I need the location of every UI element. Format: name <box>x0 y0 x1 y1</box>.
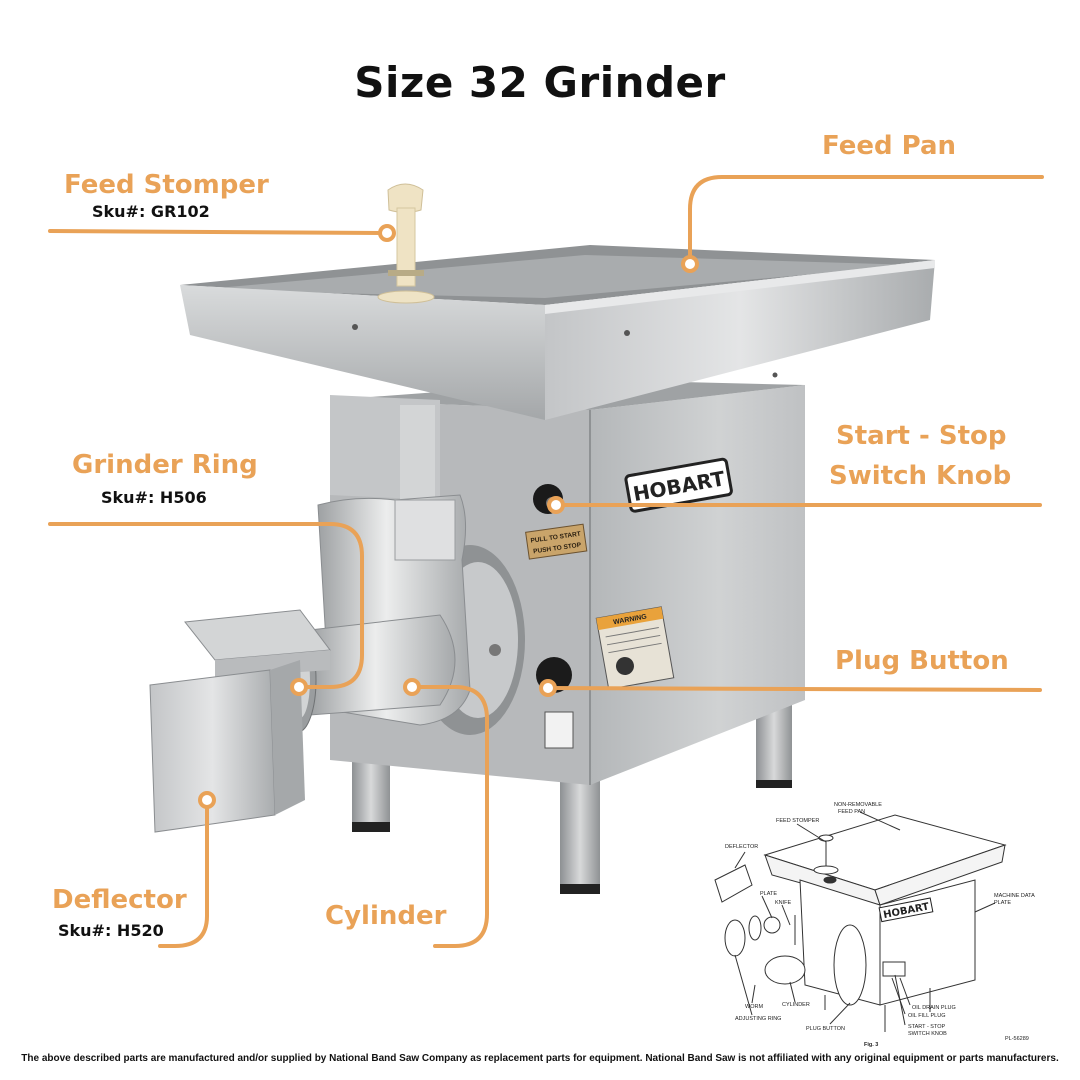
grinder-ring-label: Grinder Ring <box>72 450 258 480</box>
page-title: Size 32 Grinder <box>354 58 726 107</box>
svg-text:START - STOP: START - STOP <box>908 1024 946 1030</box>
deflector-callout-line <box>158 798 209 948</box>
grinder-ring-callout-dot <box>290 678 308 696</box>
inset-labels: NON-REMOVABLE FEED PAN FEED STOMPER DEFL… <box>725 802 1035 1048</box>
deflector <box>149 609 331 833</box>
svg-text:OIL FILL PLUG: OIL FILL PLUG <box>908 1013 946 1019</box>
start-stop-callout-dot <box>547 496 565 514</box>
start-stop-label-line2: Switch Knob <box>829 461 1012 491</box>
svg-text:FEED PAN: FEED PAN <box>838 809 865 815</box>
feed-stomper-sku: Sku#: GR102 <box>92 202 210 221</box>
cylinder-label: Cylinder <box>325 901 447 931</box>
feed-stomper-callout-dot <box>378 224 396 242</box>
warning-label: WARNING <box>595 606 675 690</box>
svg-text:OIL DRAIN PLUG: OIL DRAIN PLUG <box>912 1005 956 1011</box>
feed-stomper-label: Feed Stomper <box>64 170 269 200</box>
feed-stomper <box>377 183 435 304</box>
callout-lines <box>48 175 1044 948</box>
svg-text:Fig. 3: Fig. 3 <box>864 1042 878 1048</box>
svg-text:DEFLECTOR: DEFLECTOR <box>725 844 758 850</box>
start-stop-label-line1: Start - Stop <box>836 421 1007 451</box>
svg-text:NON-REMOVABLE: NON-REMOVABLE <box>834 802 882 808</box>
svg-text:ADJUSTING RING: ADJUSTING RING <box>735 1016 781 1022</box>
cylinder-callout-dot <box>403 678 421 696</box>
deflector-sku: Sku#: H520 <box>58 921 164 940</box>
svg-text:MACHINE DATA: MACHINE DATA <box>994 893 1035 899</box>
start-stop-plate: PULL TO START PUSH TO STOP <box>525 523 588 560</box>
svg-text:WORM: WORM <box>745 1004 763 1010</box>
feed-pan-callout-line <box>688 175 1044 264</box>
feed-pan-label: Feed Pan <box>822 131 957 161</box>
deflector-label: Deflector <box>52 885 187 915</box>
callout-dots <box>198 224 699 809</box>
machine-data-plate <box>544 711 574 749</box>
plug-button-label: Plug Button <box>835 646 1009 676</box>
svg-text:PLATE: PLATE <box>994 900 1011 906</box>
feed-pan-callout-dot <box>681 255 699 273</box>
grinder-cylinder <box>309 494 525 735</box>
svg-text:PLATE: PLATE <box>760 891 777 897</box>
svg-text:FEED STOMPER: FEED STOMPER <box>776 818 819 824</box>
deflector-callout-dot <box>198 791 216 809</box>
grinder-ring-sku: Sku#: H506 <box>101 488 207 507</box>
svg-text:SWITCH KNOB: SWITCH KNOB <box>908 1031 947 1037</box>
disclaimer-text: The above described parts are manufactur… <box>21 1053 1059 1064</box>
grinder-ring-callout-line <box>48 522 364 689</box>
feed-stomper-callout-line <box>48 229 387 235</box>
feed-pan <box>180 245 935 420</box>
cylinder-callout-line <box>410 685 489 948</box>
plug-button-callout-dot <box>539 679 557 697</box>
svg-text:KNIFE: KNIFE <box>775 900 792 906</box>
svg-text:PLUG BUTTON: PLUG BUTTON <box>806 1026 845 1032</box>
hobart-logo: HOBART <box>624 457 733 513</box>
inset-diagram <box>714 811 1007 1032</box>
plug-button-callout-line <box>547 686 1042 692</box>
svg-text:CYLINDER: CYLINDER <box>782 1002 810 1008</box>
svg-text:PL-56289: PL-56289 <box>1005 1036 1029 1042</box>
